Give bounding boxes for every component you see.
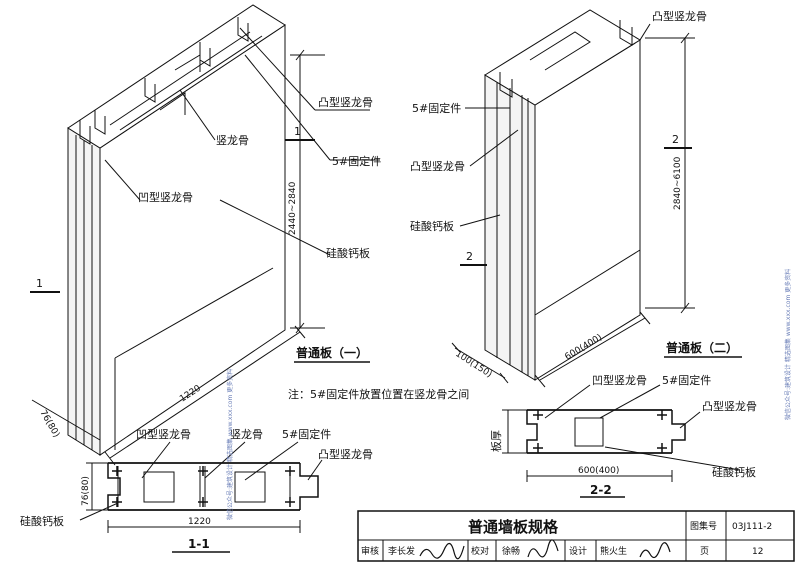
title-block-reviewer: 李长发 xyxy=(388,545,415,557)
s22-label-thick: 板厚 xyxy=(489,430,503,452)
title-block-check-label: 校对 xyxy=(471,545,489,557)
s11-width-dim: 1220 xyxy=(188,517,211,527)
s11-label-shu: 竖龙骨 xyxy=(230,428,263,441)
title-block-designer: 熊火生 xyxy=(600,545,627,557)
section-2-2-drawing xyxy=(502,384,741,498)
p1-caption: 普通板（一） xyxy=(296,345,368,360)
reviewer-signature xyxy=(419,542,465,560)
p2-label-tu-top: 凸型竖龙骨 xyxy=(652,9,707,23)
designer-signature xyxy=(639,542,671,559)
p2-caption: 普通板（二） xyxy=(666,340,738,355)
s11-label-tu: 凸型竖龙骨 xyxy=(318,447,373,461)
s22-title: 2-2 xyxy=(590,483,612,497)
p1-label-board: 硅酸钙板 xyxy=(326,246,370,260)
note-text: 注：5#固定件放置位置在竖龙骨之间 xyxy=(288,387,469,401)
title-block-review-label: 审核 xyxy=(361,545,379,557)
s22-label-tu: 凸型竖龙骨 xyxy=(702,399,757,413)
s22-label-5gu: 5#固定件 xyxy=(662,373,711,387)
title-block-design-label: 设计 xyxy=(569,545,587,557)
panel-one-drawing xyxy=(30,4,380,466)
p1-label-shu: 竖龙骨 xyxy=(216,134,249,147)
p2-label-5gu: 5#固定件 xyxy=(412,101,461,115)
s11-title: 1-1 xyxy=(188,537,210,551)
p1-label-5gu: 5#固定件 xyxy=(332,154,381,168)
watermark-right: 微信公众号:建筑设计 精选图集 www.xxx.com 更多资料 xyxy=(784,269,792,420)
s11-depth-dim: 76(80) xyxy=(81,476,91,506)
p1-section-mark-left: 1 xyxy=(36,277,43,290)
p2-label-board: 硅酸钙板 xyxy=(410,219,454,233)
title-block-atlas-label: 图集号 xyxy=(690,520,717,532)
title-block-atlas-no: 03J111-2 xyxy=(732,522,772,532)
s11-label-ao: 凹型竖龙骨 xyxy=(136,427,191,441)
s11-label-board: 硅酸钙板 xyxy=(20,514,64,528)
p1-section-mark-top: 1 xyxy=(294,125,301,138)
p2-section-mark-right: 2 xyxy=(672,133,679,146)
watermark-left: 微信公众号:建筑设计 精选图集 www.xxx.com 更多资料 xyxy=(226,369,234,520)
s22-label-board: 硅酸钙板 xyxy=(712,465,756,479)
p2-label-tu: 凸型竖龙骨 xyxy=(410,159,465,173)
title-block-title: 普通墙板规格 xyxy=(468,518,559,536)
s11-label-5gu: 5#固定件 xyxy=(282,427,331,441)
title-block xyxy=(357,510,795,562)
title-block-page-no: 12 xyxy=(752,547,763,557)
s22-label-ao: 凹型竖龙骨 xyxy=(592,373,647,387)
panel-two-drawing xyxy=(451,9,695,388)
title-block-page-label: 页 xyxy=(700,546,709,557)
section-1-1-drawing xyxy=(79,441,323,553)
s22-width-dim: 600(400) xyxy=(578,466,619,476)
p1-label-ao: 凹型竖龙骨 xyxy=(138,190,193,204)
p2-section-mark-left: 2 xyxy=(466,250,473,263)
p1-label-tu: 凸型竖龙骨 xyxy=(318,95,373,109)
checker-signature xyxy=(527,539,559,558)
p1-height-dim: 2440~2840 xyxy=(288,181,298,235)
p2-height-dim: 2840~6100 xyxy=(673,156,683,210)
title-block-checker: 徐畅 xyxy=(502,545,520,557)
